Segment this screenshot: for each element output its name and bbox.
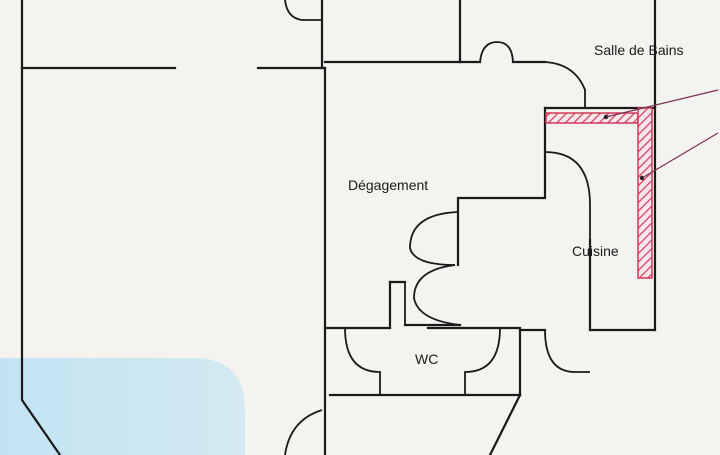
leader-line-side	[641, 132, 719, 179]
kitchen-wall-hatch	[637, 107, 653, 279]
outer-walls	[20, 0, 657, 455]
room-label-bathroom: Salle de Bains	[594, 42, 684, 58]
hallway-walls	[388, 106, 657, 332]
wc-walls	[284, 280, 657, 455]
leader-line-top	[605, 89, 719, 118]
room-label-kitchen: Cuisine	[572, 243, 619, 259]
room-label-wc: WC	[415, 351, 438, 367]
highlight-area	[0, 358, 245, 455]
room-label-hallway: Dégagement	[348, 177, 428, 193]
bathroom-partition-hatch	[545, 112, 639, 124]
